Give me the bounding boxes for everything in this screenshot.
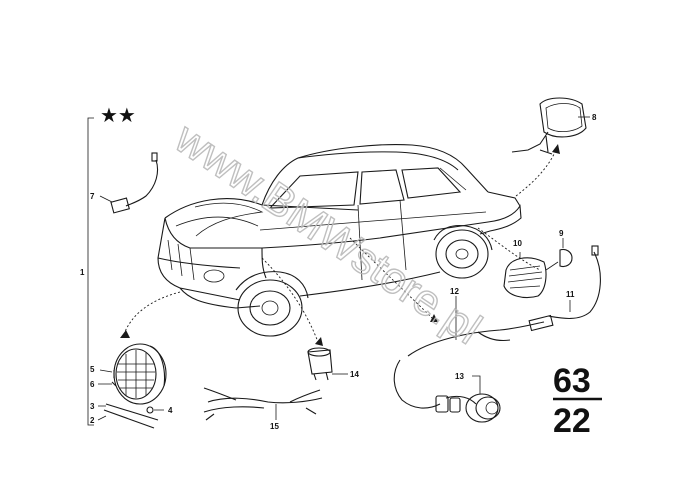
callout-12: 12 [450, 287, 459, 296]
callout-3: 3 [90, 402, 95, 411]
watermark: www.BMWstore.pl [166, 113, 490, 354]
callout-2: 2 [90, 416, 95, 425]
car-illustration [157, 144, 522, 337]
part-8-lamp [511, 97, 590, 155]
callout-5: 5 [90, 365, 95, 374]
callout-1: 1 [80, 268, 85, 277]
part-15-wiring [203, 387, 323, 421]
callout-10: 10 [513, 239, 522, 248]
part-14-relay [307, 347, 348, 381]
part-13-socket [465, 375, 501, 423]
callout-15: 15 [270, 422, 279, 431]
part-7-switch [99, 152, 159, 214]
group-number-main: 63 [553, 362, 591, 400]
part-9-bulb [545, 238, 573, 271]
callout-7: 7 [90, 192, 95, 201]
group-number-sub: 22 [553, 402, 591, 440]
callout-11: 11 [566, 290, 575, 299]
part-11-cable [547, 245, 601, 320]
callout-6: 6 [90, 380, 95, 389]
callout-13: 13 [455, 372, 464, 381]
callout-9: 9 [559, 229, 564, 238]
callout-8: 8 [592, 113, 597, 122]
group-bracket [87, 117, 94, 426]
stars-mark: ★★ [100, 103, 136, 127]
part-12-harness [393, 296, 554, 413]
part-10-lens [503, 252, 547, 299]
callout-14: 14 [350, 370, 359, 379]
callout-4: 4 [168, 406, 173, 415]
fog-lamp [97, 343, 167, 429]
